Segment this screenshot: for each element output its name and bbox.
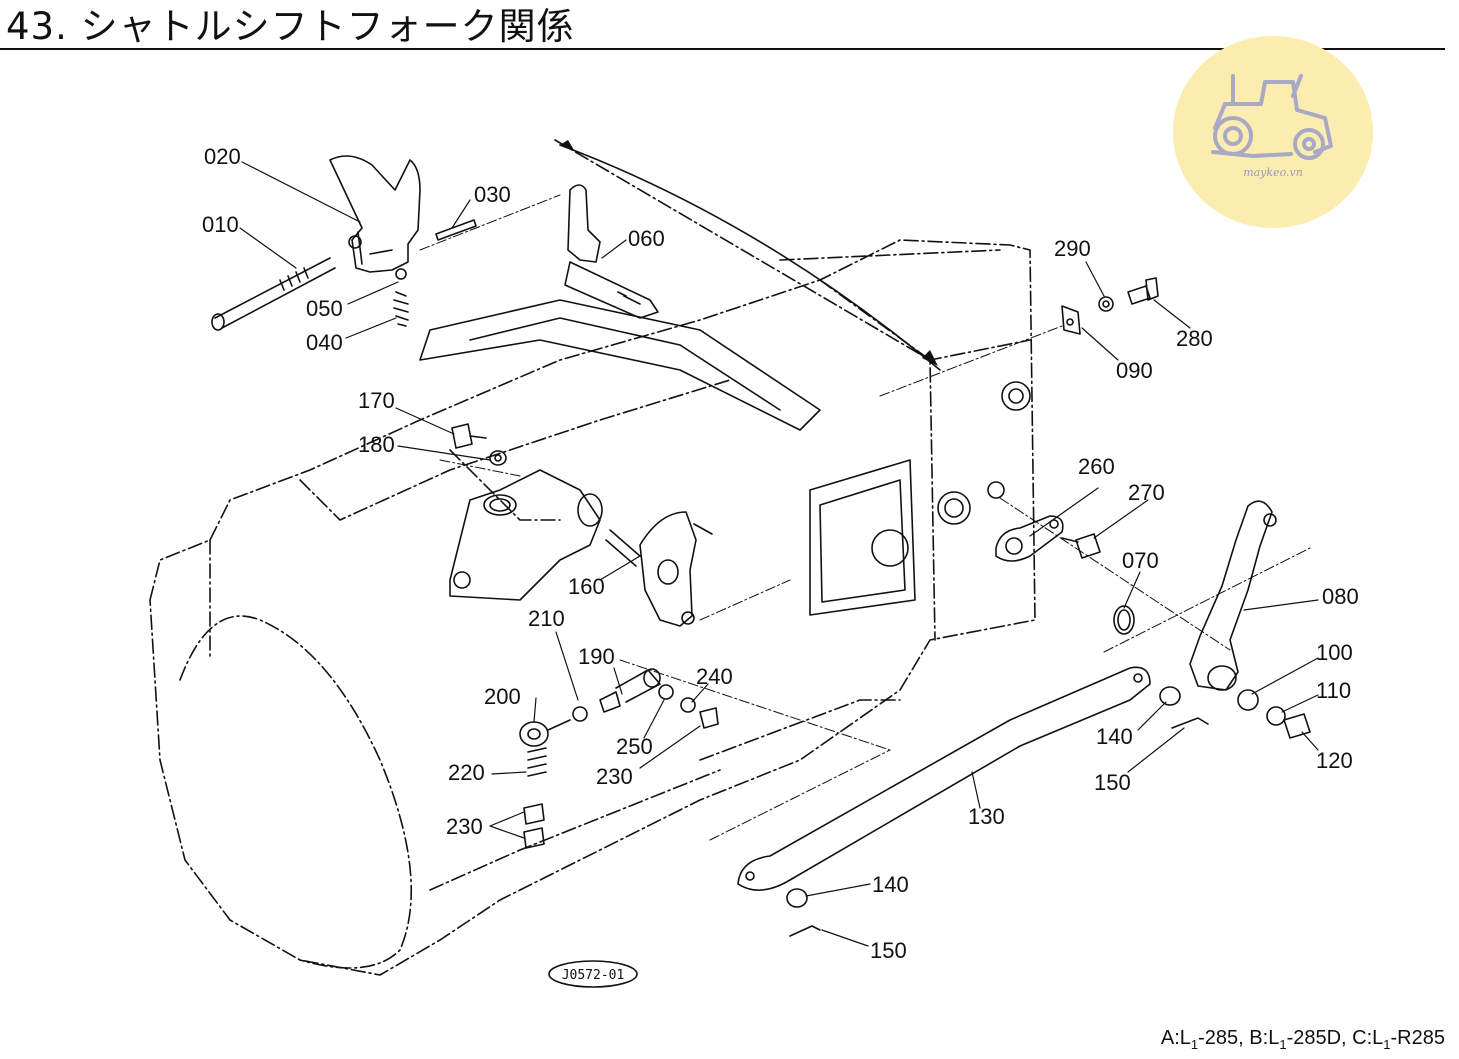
model-b-prefix: B:L bbox=[1249, 1027, 1280, 1049]
part-label-130: 130 bbox=[968, 804, 1005, 829]
part-label-240: 240 bbox=[696, 664, 733, 689]
housing-outline bbox=[149, 139, 1036, 976]
housing-solid-edges bbox=[419, 144, 1031, 616]
arrow-heads bbox=[560, 140, 938, 366]
part-label-040: 040 bbox=[306, 330, 343, 355]
part-label-050: 050 bbox=[306, 296, 343, 321]
part-labels: 020 010 030 050 040 060 290 280 090 170 … bbox=[202, 144, 1359, 983]
model-a-prefix: A:L bbox=[1160, 1027, 1191, 1049]
drawing-code: J0572-01 bbox=[562, 968, 625, 983]
part-label-260: 260 bbox=[1078, 454, 1115, 479]
part-label-180: 180 bbox=[358, 432, 395, 457]
part-label-010: 010 bbox=[202, 212, 239, 237]
part-label-160: 160 bbox=[568, 574, 605, 599]
lever-080 bbox=[1189, 500, 1311, 739]
part-label-170: 170 bbox=[358, 388, 395, 413]
drawing-code-oval bbox=[548, 960, 638, 988]
model-a-sub: 1 bbox=[1190, 1037, 1199, 1052]
watermark-logo: maykeo.vn bbox=[1173, 36, 1373, 228]
part-label-150-lower: 150 bbox=[870, 938, 907, 963]
rod-130 bbox=[737, 666, 1209, 937]
model-c-sub: 1 bbox=[1383, 1037, 1391, 1052]
part-label-140-upper: 140 bbox=[1096, 724, 1133, 749]
part-label-020: 020 bbox=[204, 144, 241, 169]
part-label-090: 090 bbox=[1116, 358, 1153, 383]
model-applicability-note: A:L1-285, B:L1-285D, C:L1-R285 bbox=[1161, 1027, 1445, 1052]
tractor-icon bbox=[1211, 74, 1333, 160]
part-label-200: 200 bbox=[484, 684, 521, 709]
part-label-280: 280 bbox=[1176, 326, 1213, 351]
model-c-prefix: C:L bbox=[1352, 1027, 1384, 1049]
model-a-suffix: -285, bbox=[1198, 1027, 1244, 1049]
part-label-210: 210 bbox=[528, 606, 565, 631]
part-label-270: 270 bbox=[1128, 480, 1165, 505]
part-label-070: 070 bbox=[1122, 548, 1159, 573]
model-b-sub: 1 bbox=[1279, 1037, 1287, 1052]
part-label-230-upper: 230 bbox=[596, 764, 633, 789]
model-c-suffix: -R285 bbox=[1390, 1027, 1445, 1049]
part-label-060: 060 bbox=[628, 226, 665, 251]
part-label-030: 030 bbox=[474, 182, 511, 207]
leader-lines bbox=[239, 161, 1319, 947]
part-label-120: 120 bbox=[1316, 748, 1353, 773]
watermark-text: maykeo.vn bbox=[1243, 166, 1303, 179]
part-label-230-lower: 230 bbox=[446, 814, 483, 839]
part-label-190: 190 bbox=[578, 644, 615, 669]
bolt-washer-170-180 bbox=[451, 423, 507, 466]
part-label-110: 110 bbox=[1316, 678, 1351, 703]
part-label-080: 080 bbox=[1322, 584, 1359, 609]
part-label-290: 290 bbox=[1054, 236, 1091, 261]
part-label-150-upper: 150 bbox=[1094, 770, 1131, 795]
bracket-160 bbox=[449, 469, 713, 627]
part-label-140-lower: 140 bbox=[872, 872, 909, 897]
page-title: 43. シャトルシフトフォーク関係 bbox=[6, 5, 575, 48]
part-label-250: 250 bbox=[616, 734, 653, 759]
shaft-lever-060 bbox=[564, 184, 659, 319]
linkage-190-250 bbox=[519, 668, 719, 849]
title-rule bbox=[0, 48, 1445, 50]
model-b-suffix: -285D, bbox=[1286, 1027, 1347, 1049]
part-label-100: 100 bbox=[1316, 640, 1353, 665]
plate-bolt-260-270-070 bbox=[995, 515, 1135, 635]
plate-bolt-090-280-290 bbox=[1061, 277, 1159, 335]
shift-fork-assembly bbox=[211, 155, 477, 331]
part-label-220: 220 bbox=[448, 760, 485, 785]
assembly-axis-lines bbox=[419, 194, 1311, 841]
